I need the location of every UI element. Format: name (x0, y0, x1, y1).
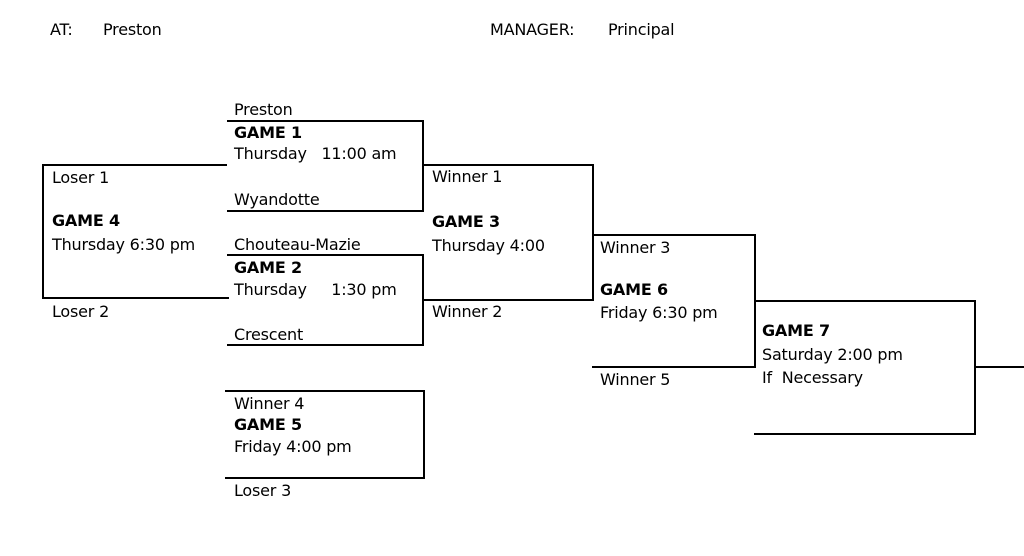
winner3-connector-line (592, 234, 756, 236)
game7-note: If Necessary (762, 368, 863, 387)
game7-bottom-line (754, 433, 976, 435)
game4-schedule: Thursday 6:30 pm (52, 235, 196, 254)
winner2-connector-line (424, 299, 592, 301)
game7-schedule: Saturday 2:00 pm (762, 345, 903, 364)
game7-right-line (974, 300, 976, 435)
game1-bottom-slot-label: Wyandotte (234, 190, 320, 209)
game6-bottom-slot-label: Winner 5 (600, 370, 671, 389)
game1-top-slot-label: Preston (234, 100, 293, 119)
game6-bottom-line (592, 366, 756, 368)
game2-schedule: Thursday 1:30 pm (234, 280, 397, 299)
game5-title: GAME 5 (234, 415, 302, 434)
game1-schedule: Thursday 11:00 am (234, 144, 397, 163)
game5-right-line (423, 390, 425, 479)
champion-connector-line (976, 366, 1024, 368)
game2-top-line (227, 254, 424, 256)
manager-label: MANAGER: (490, 20, 575, 39)
at-label: AT: (50, 20, 73, 39)
game3-top-slot-label: Winner 1 (432, 167, 503, 186)
game4-bottom-line (42, 297, 229, 299)
game2-bottom-slot-label: Crescent (234, 325, 304, 344)
game5-bottom-slot-label: Loser 3 (234, 481, 292, 500)
game3-bottom-slot-label: Winner 2 (432, 302, 503, 321)
game7-title: GAME 7 (762, 321, 830, 340)
game2-title: GAME 2 (234, 258, 302, 277)
manager-value: Principal (608, 20, 675, 39)
game2-right-line (422, 254, 424, 346)
game7-top-line (754, 300, 976, 302)
game5-top-slot-label: Winner 4 (234, 394, 305, 413)
game1-right-line (422, 120, 424, 212)
game5-schedule: Friday 4:00 pm (234, 437, 352, 456)
game6-schedule: Friday 6:30 pm (600, 303, 718, 322)
game2-bottom-line (227, 344, 424, 346)
game4-bottom-slot-label: Loser 2 (52, 302, 110, 321)
at-value: Preston (103, 20, 162, 39)
game6-top-slot-label: Winner 3 (600, 238, 671, 257)
game4-left-line (42, 164, 44, 299)
game1-top-line (227, 120, 424, 122)
game5-bottom-line (225, 477, 425, 479)
game3-title: GAME 3 (432, 212, 500, 231)
game1-bottom-line (227, 210, 424, 212)
winner1-connector-line (424, 164, 592, 166)
game3-schedule: Thursday 4:00 (432, 236, 545, 255)
game5-top-line (225, 390, 425, 392)
game4-title: GAME 4 (52, 211, 120, 230)
game4-top-line (42, 164, 227, 166)
game3-right-line (592, 164, 594, 301)
game1-title: GAME 1 (234, 123, 302, 142)
game6-title: GAME 6 (600, 280, 668, 299)
game4-top-slot-label: Loser 1 (52, 168, 110, 187)
game2-top-slot-label: Chouteau-Mazie (234, 235, 361, 254)
